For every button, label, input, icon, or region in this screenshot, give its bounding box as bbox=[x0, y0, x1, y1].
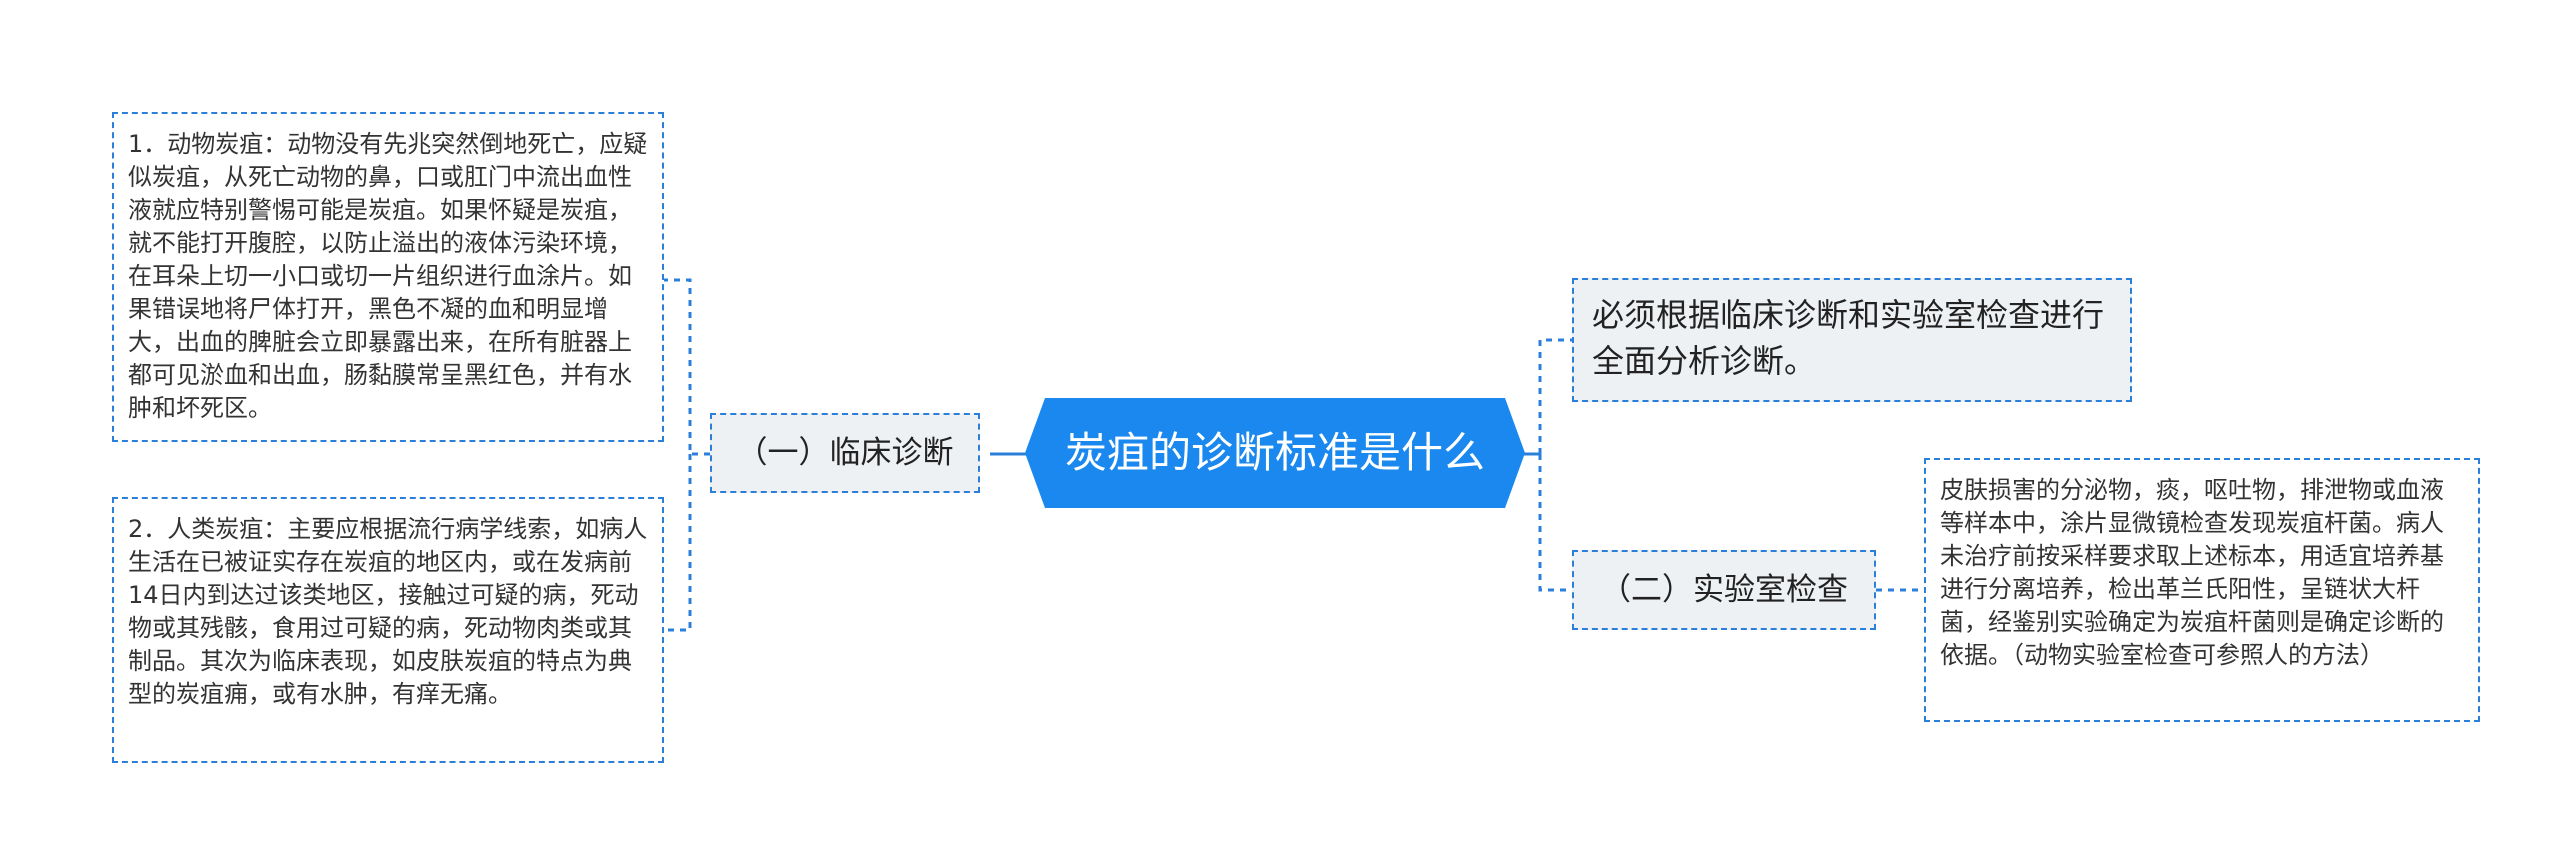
branch-lab-examination[interactable]: （二）实验室检查 bbox=[1572, 550, 1876, 630]
lab-leaf-details: 皮肤损害的分泌物，痰，呕吐物，排泄物或血液等样本中，涂片显微镜检查发现炭疽杆菌。… bbox=[1924, 458, 2480, 722]
root-shape bbox=[1025, 398, 1525, 508]
connector-root-summary bbox=[1538, 338, 1572, 454]
clinical-leaf-human-anthrax: 2．人类炭疽：主要应根据流行病学线索，如病人生活在已被证实存在炭疽的地区内，或在… bbox=[112, 497, 664, 763]
branch-clinical-diagnosis-label: （一）临床诊断 bbox=[736, 435, 954, 471]
branch-lab-examination-label: （二）实验室检查 bbox=[1600, 572, 1848, 608]
summary-note: 必须根据临床诊断和实验室检查进行全面分析诊断。 bbox=[1572, 278, 2132, 402]
lab-leaf-details-text: 皮肤损害的分泌物，痰，呕吐物，排泄物或血液等样本中，涂片显微镜检查发现炭疽杆菌。… bbox=[1940, 476, 2444, 669]
clinical-leaf-animal-anthrax-text: 1．动物炭疽：动物没有先兆突然倒地死亡，应疑似炭疽，从死亡动物的鼻，口或肛门中流… bbox=[128, 130, 648, 422]
summary-note-text: 必须根据临床诊断和实验室检查进行全面分析诊断。 bbox=[1592, 296, 2105, 380]
root-topic-label: 炭疽的诊断标准是什么 bbox=[1064, 428, 1485, 477]
connector-root-lab bbox=[1538, 454, 1572, 592]
connector-clinical-leaf1 bbox=[664, 278, 710, 456]
clinical-leaf-animal-anthrax: 1．动物炭疽：动物没有先兆突然倒地死亡，应疑似炭疽，从死亡动物的鼻，口或肛门中流… bbox=[112, 112, 664, 442]
branch-clinical-diagnosis[interactable]: （一）临床诊断 bbox=[710, 413, 980, 493]
connector-clinical-leaf2 bbox=[664, 454, 692, 632]
root-topic[interactable]: 炭疽的诊断标准是什么 bbox=[1025, 398, 1525, 508]
clinical-leaf-human-anthrax-text: 2．人类炭疽：主要应根据流行病学线索，如病人生活在已被证实存在炭疽的地区内，或在… bbox=[128, 515, 648, 708]
